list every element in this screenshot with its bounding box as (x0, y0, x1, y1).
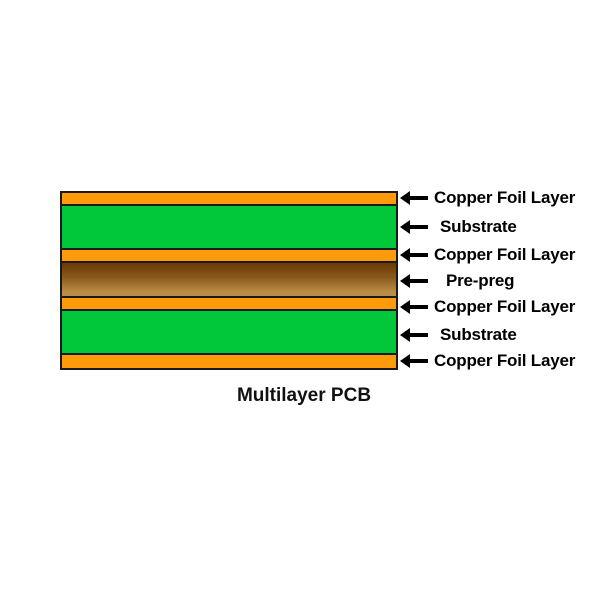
diagram-title: Multilayer PCB (0, 385, 600, 407)
label-substrate-1: Substrate (400, 216, 517, 238)
label-copper-foil-4: Copper Foil Layer (400, 350, 575, 372)
substrate-layer-2 (62, 311, 396, 355)
diagram-title-text: Multilayer PCB (236, 385, 372, 406)
layer-label: Substrate (440, 217, 517, 236)
layer-label: Copper Foil Layer (434, 351, 576, 370)
left-arrow-icon (400, 248, 428, 262)
left-arrow-icon (400, 191, 428, 205)
left-arrow-icon (400, 220, 428, 234)
pcb-layer-stack (60, 191, 398, 370)
copper-foil-layer-4 (62, 355, 396, 368)
copper-foil-layer-3 (62, 298, 396, 311)
copper-foil-layer-2 (62, 250, 396, 263)
label-substrate-2: Substrate (400, 324, 517, 346)
layer-label: Pre-preg (446, 271, 515, 290)
substrate-layer-1 (62, 206, 396, 250)
left-arrow-icon (400, 328, 428, 342)
layer-label: Copper Foil Layer (434, 188, 576, 207)
layer-label: Copper Foil Layer (434, 297, 576, 316)
label-copper-foil-1: Copper Foil Layer (400, 187, 575, 209)
layer-label: Substrate (440, 325, 517, 344)
label-pre-preg: Pre-preg (400, 270, 515, 292)
copper-foil-layer-1 (62, 193, 396, 206)
pre-preg-layer (62, 263, 396, 298)
label-copper-foil-2: Copper Foil Layer (400, 244, 575, 266)
left-arrow-icon (400, 274, 428, 288)
layer-label: Copper Foil Layer (434, 245, 576, 264)
label-copper-foil-3: Copper Foil Layer (400, 296, 575, 318)
left-arrow-icon (400, 354, 428, 368)
left-arrow-icon (400, 300, 428, 314)
